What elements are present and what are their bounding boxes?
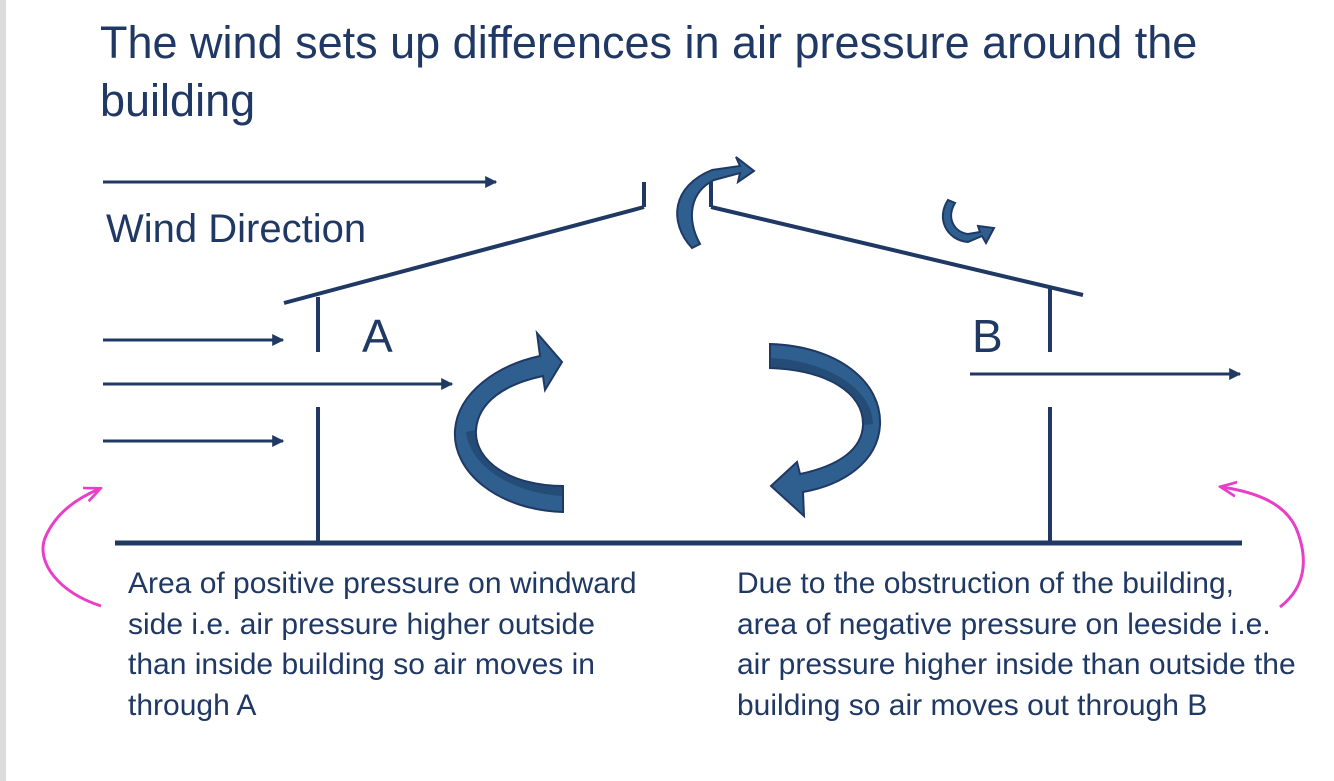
slide-edge <box>0 0 6 781</box>
small-swirl-arrow-icon <box>941 198 996 246</box>
ridge-swirl-arrow-icon <box>676 156 756 250</box>
left-circulation-inner-shade <box>466 430 563 496</box>
opening-b-label: B <box>972 310 1003 362</box>
right-annotation-curve <box>1222 487 1305 609</box>
slide-title: The wind sets up differences in air pres… <box>100 17 1198 126</box>
windward-caption: Area of positive pressure on windward si… <box>128 567 637 722</box>
left-annotation-curve <box>41 489 101 608</box>
opening-a-label: A <box>362 310 393 362</box>
left-circulation-arrow-icon <box>453 329 564 514</box>
roof-right-slope <box>710 205 1084 297</box>
roof-left-slope <box>283 205 645 305</box>
right-circulation-inner-shade <box>770 358 873 425</box>
leeside-caption: Due to the obstruction of the building, … <box>737 567 1296 722</box>
wind-direction-label: Wind Direction <box>106 207 366 251</box>
